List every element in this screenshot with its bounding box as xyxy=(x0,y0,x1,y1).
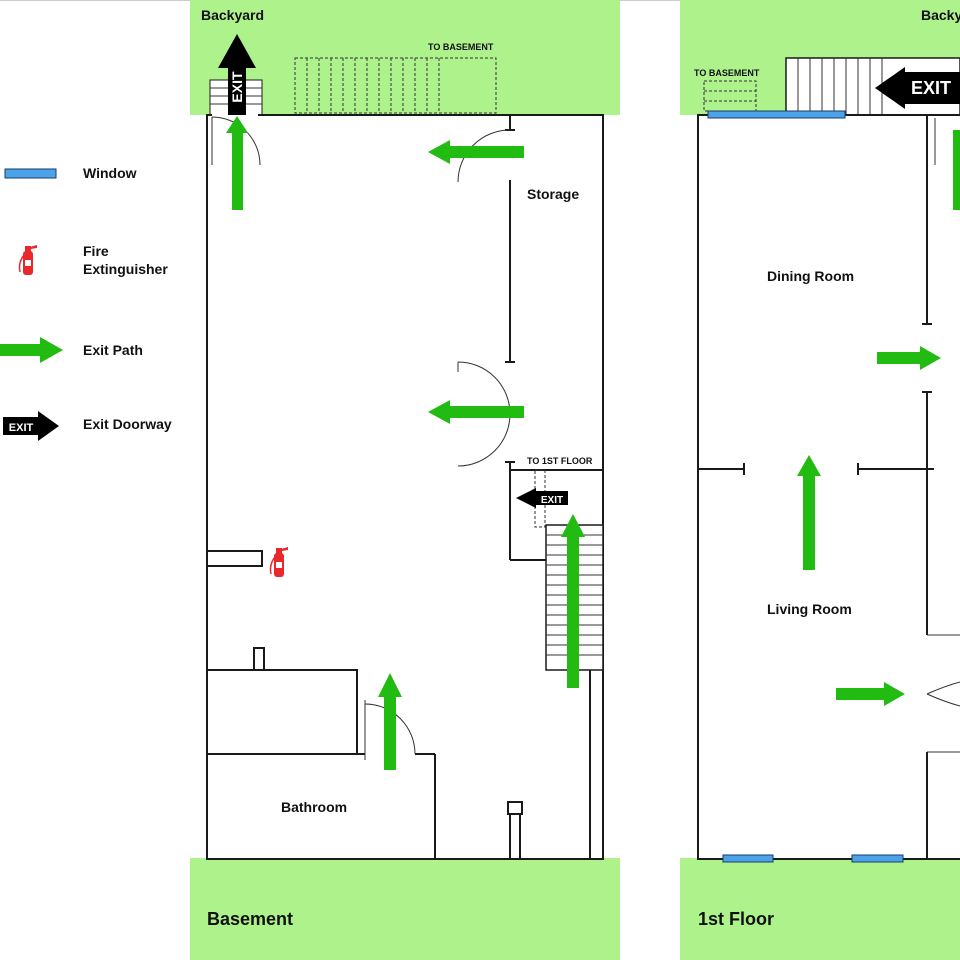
basement-exit-paths xyxy=(226,116,585,770)
legend: Window Fire Extinguisher Exit Path EXIT … xyxy=(0,165,172,441)
basement-to-1st-floor-label: TO 1ST FLOOR xyxy=(527,456,593,466)
exit-doorway-icon xyxy=(3,411,59,441)
first-floor-exit-paths xyxy=(797,130,960,706)
first-floor-backyard-label: Backy xyxy=(921,7,960,23)
first-floor-exit-sign: EXIT xyxy=(875,67,960,109)
exit-path-arrow-icon xyxy=(378,673,402,770)
window xyxy=(851,854,904,863)
exit-path-arrow-icon xyxy=(428,400,524,424)
first-floor-title: 1st Floor xyxy=(698,909,774,929)
exit-path-arrow-icon xyxy=(797,455,821,570)
basement-backyard-exit-sign: EXIT xyxy=(218,34,256,115)
basement-title: Basement xyxy=(207,909,293,929)
exit-path-arrow-icon xyxy=(428,140,524,164)
first-floor-to-basement-label: TO BASEMENT xyxy=(694,68,760,78)
basement-plan: Backyard Basement TO BASEMENT xyxy=(190,0,620,960)
window xyxy=(707,110,846,119)
exit-path-arrow-icon xyxy=(836,682,905,706)
storage-door-swing-top xyxy=(457,129,511,183)
exit-path-arrow-icon xyxy=(953,130,960,210)
exit-path-arrow-icon xyxy=(561,514,585,688)
legend-exit-path-label: Exit Path xyxy=(83,342,143,358)
basement-backyard-label: Backyard xyxy=(201,7,264,23)
legend-extinguisher-label-2: Extinguisher xyxy=(83,261,168,277)
storage-door-swing-mid-2 xyxy=(457,413,511,467)
legend-window-label: Window xyxy=(83,165,137,181)
basement-wall-niche xyxy=(206,550,263,567)
storage-label: Storage xyxy=(527,186,579,202)
window-swatch xyxy=(4,168,57,179)
fire-extinguisher-icon xyxy=(18,244,38,276)
basement-fire-extinguisher-icon xyxy=(269,546,289,578)
exit-path-arrow-icon xyxy=(226,116,248,210)
dining-room-label: Dining Room xyxy=(767,268,854,284)
basement-front-yard-area xyxy=(190,858,620,960)
bathroom-door-swing xyxy=(364,703,416,755)
bathroom-label: Bathroom xyxy=(281,799,347,815)
window xyxy=(722,854,774,863)
storage-door-swing-mid-1 xyxy=(457,361,511,415)
first-floor-plan: Backy 1st Floor TO BASEMENT EXIT xyxy=(680,0,960,960)
legend-exit-sign-text: EXIT xyxy=(9,422,34,434)
utility-block xyxy=(206,669,358,755)
first-floor-front-yard-area xyxy=(680,858,960,960)
first-floor-exit-text: EXIT xyxy=(911,78,951,98)
exit-path-arrow-icon xyxy=(877,346,941,370)
stair-to-basement-dashed xyxy=(294,57,497,114)
basement-backyard-exit-text: EXIT xyxy=(229,71,245,103)
legend-extinguisher-label-1: Fire xyxy=(83,243,109,259)
basement-stair-exit-text: EXIT xyxy=(541,495,563,506)
basement-outer-walls xyxy=(206,114,604,860)
basement-to-basement-label: TO BASEMENT xyxy=(428,42,494,52)
basement-stair-exit-sign: EXIT xyxy=(516,488,568,508)
first-floor-outer-walls xyxy=(697,114,960,860)
living-room-label: Living Room xyxy=(767,601,852,617)
exit-path-arrow-icon xyxy=(0,337,63,363)
legend-exit-doorway-label: Exit Doorway xyxy=(83,416,172,432)
